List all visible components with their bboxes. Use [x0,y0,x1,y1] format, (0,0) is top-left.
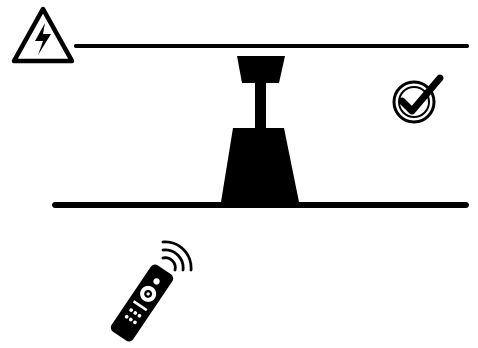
wireless-signal-icon [163,242,191,270]
downrod [255,83,266,128]
electrical-warning-icon [14,9,72,61]
motor-housing [221,128,299,202]
checkmark-badge-icon [394,78,440,122]
remote-control-icon [109,263,175,344]
fan-canopy [237,56,285,83]
